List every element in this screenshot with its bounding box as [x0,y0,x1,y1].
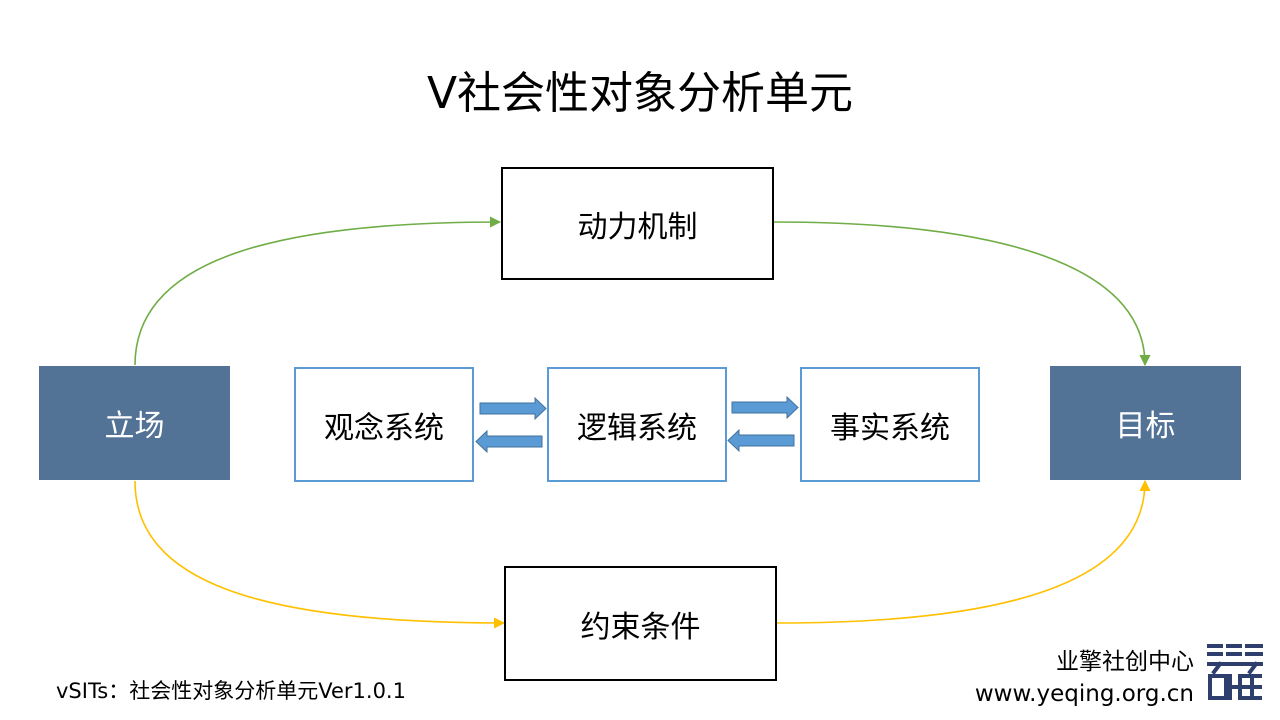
node-ideas-label: 观念系统 [324,410,444,446]
org-url: www.yeqing.org.cn [974,681,1194,707]
edge-left-to-top [134,216,502,366]
node-facts: 事实系统 [800,367,980,482]
page-title: V社会性对象分析单元 [426,68,854,119]
node-ideas: 观念系统 [294,367,474,482]
block-arrow-left-2 [727,428,795,453]
node-constraints-label: 约束条件 [580,609,701,645]
node-goal: 目标 [1050,366,1241,480]
edge-bottom-to-right [776,479,1151,624]
node-stance-label: 立场 [104,409,165,444]
version-note: vSITs：社会性对象分析单元Ver1.0.1 [56,679,406,703]
edge-top-to-right [773,221,1151,367]
node-stance: 立场 [39,366,230,480]
node-logic: 逻辑系统 [547,367,727,482]
node-constraints: 约束条件 [504,566,777,681]
node-goal-label: 目标 [1115,409,1176,444]
org-logo-icon [1207,644,1263,700]
node-logic-label: 逻辑系统 [577,410,697,446]
org-name: 业擎社创中心 [1056,649,1194,675]
node-facts-label: 事实系统 [830,410,950,446]
block-arrow-left-1 [475,429,543,454]
node-dynamics: 动力机制 [501,167,774,280]
block-arrow-right-1 [479,396,547,421]
block-arrow-right-2 [731,395,799,420]
node-dynamics-label: 动力机制 [577,209,698,245]
edge-left-to-bottom [134,480,506,629]
